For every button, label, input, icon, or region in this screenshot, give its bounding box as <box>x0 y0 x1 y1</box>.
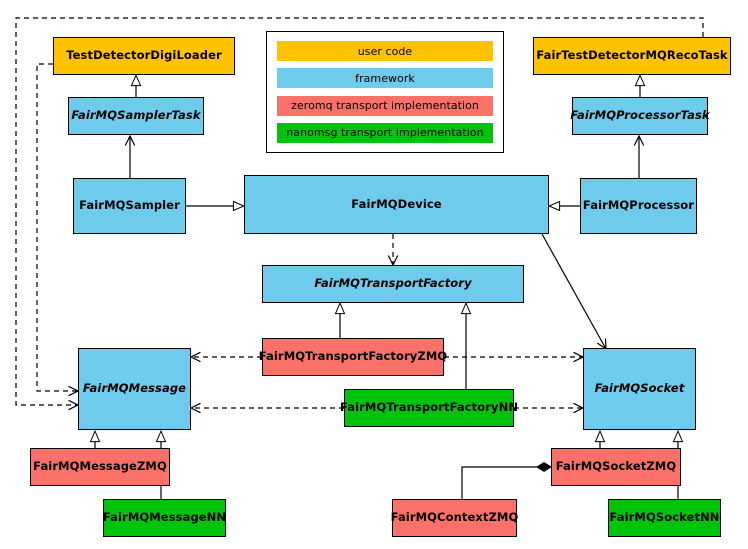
class-label-fairmqmessage: FairMQMessage <box>82 381 187 396</box>
legend-item-user-code: user code <box>277 41 493 61</box>
legend-label-framework: framework <box>355 71 415 85</box>
class-label-fairmqtransportfactorynn: FairMQTransportFactoryNN <box>339 400 519 415</box>
class-box-fairmqsocket[interactable]: FairMQSocket <box>583 348 696 430</box>
class-box-fairmqmessage[interactable]: FairMQMessage <box>78 348 191 430</box>
class-label-fairmqsocketnn: FairMQSocketNN <box>609 510 720 525</box>
legend-label-zeromq: zeromq transport implementation <box>291 99 479 113</box>
class-box-fairmqdevice[interactable]: FairMQDevice <box>244 175 549 234</box>
class-label-fairmqsocketzmq: FairMQSocketZMQ <box>555 459 677 474</box>
edge-socketzmq-contextzmq <box>461 462 552 499</box>
legend-item-framework: framework <box>277 68 493 89</box>
class-box-fairmqsocketzmq[interactable]: FairMQSocketZMQ <box>551 448 681 486</box>
legend-item-zeromq: zeromq transport implementation <box>277 95 493 116</box>
class-box-fairmqsamplertask[interactable]: FairMQSamplerTask <box>68 97 204 135</box>
class-label-fairmqdevice: FairMQDevice <box>351 196 442 211</box>
class-label-fairmqtransportfactoryzmq: FairMQTransportFactoryZMQ <box>258 349 448 364</box>
class-box-fairmqtransportfactorynn[interactable]: FairMQTransportFactoryNN <box>340 389 518 427</box>
class-box-fairmqsocketnn[interactable]: FairMQSocketNN <box>608 499 721 537</box>
class-box-fairmqmessagezmq[interactable]: FairMQMessageZMQ <box>30 448 170 486</box>
class-label-testdetectordigiloader: TestDetectorDigiLoader <box>66 48 222 63</box>
class-box-fairmqprocessor[interactable]: FairMQProcessor <box>580 178 697 234</box>
class-box-fairtestdetectormqrecotask[interactable]: FairTestDetectorMQRecoTask <box>533 37 731 75</box>
class-label-fairmqmessagezmq: FairMQMessageZMQ <box>33 459 167 474</box>
class-box-testdetectordigiloader[interactable]: TestDetectorDigiLoader <box>53 37 235 75</box>
class-label-fairmqcontextzmq: FairMQContextZMQ <box>390 510 519 525</box>
legend-label-user-code: user code <box>357 44 413 58</box>
legend-label-nanomsg: nanomsg transport implementation <box>286 126 484 140</box>
class-box-fairmqtransportfactory[interactable]: FairMQTransportFactory <box>262 265 524 303</box>
class-label-fairmqprocessortask: FairMQProcessorTask <box>570 108 710 123</box>
class-box-fairmqcontextzmq[interactable]: FairMQContextZMQ <box>390 499 519 537</box>
class-label-fairtestdetectormqrecotask: FairTestDetectorMQRecoTask <box>536 48 728 63</box>
class-box-fairmqprocessortask[interactable]: FairMQProcessorTask <box>570 97 710 135</box>
class-label-fairmqsamplertask: FairMQSamplerTask <box>71 108 201 123</box>
class-box-fairmqsampler[interactable]: FairMQSampler <box>73 178 186 234</box>
class-label-fairmqprocessor: FairMQProcessor <box>582 198 695 213</box>
class-box-fairmqmessagenn[interactable]: FairMQMessageNN <box>103 499 226 537</box>
class-label-fairmqsampler: FairMQSampler <box>79 198 180 213</box>
legend: user code framework zeromq transport imp… <box>266 31 504 153</box>
class-box-fairmqtransportfactoryzmq[interactable]: FairMQTransportFactoryZMQ <box>259 338 447 376</box>
class-label-fairmqmessagenn: FairMQMessageNN <box>102 510 227 525</box>
edge-device-socket <box>541 233 607 351</box>
class-label-fairmqtransportfactory: FairMQTransportFactory <box>314 276 472 291</box>
legend-item-nanomsg: nanomsg transport implementation <box>277 122 493 143</box>
class-label-fairmqsocket: FairMQSocket <box>594 381 685 396</box>
